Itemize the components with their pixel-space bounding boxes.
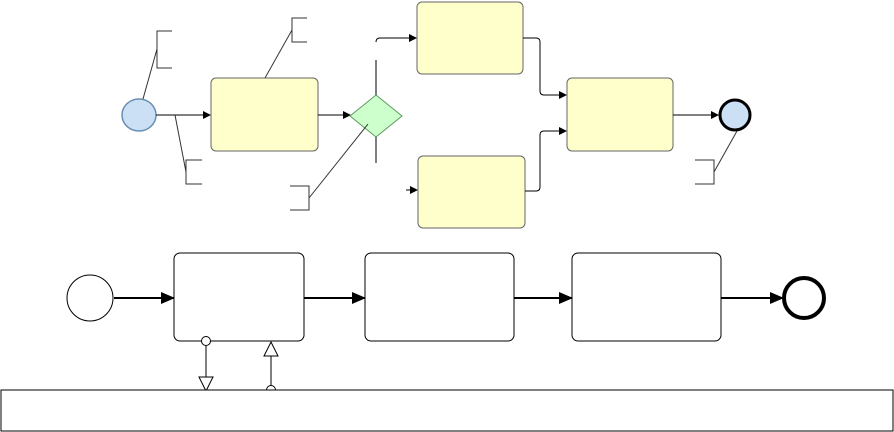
top-process — [121, 1, 752, 229]
task-4-box[interactable] — [566, 77, 674, 152]
annotation-5-bracket — [695, 159, 715, 185]
flow-task-2-to-task-4 — [523, 37, 567, 99]
annotation-2-bracket — [185, 159, 202, 185]
task-a-box[interactable] — [173, 252, 305, 342]
bottom-end-event[interactable] — [782, 276, 826, 320]
flow-task-3-to-task-4 — [525, 127, 567, 192]
annotation-4-bracket — [290, 185, 310, 211]
annotation-3-bracket — [291, 17, 307, 43]
task-2-box[interactable] — [416, 1, 524, 75]
flow-gateway-to-task-2 — [375, 38, 416, 95]
message-flow-task-a-to-pool[interactable] — [198, 336, 214, 393]
top-end-event[interactable] — [718, 98, 752, 132]
task-c-box[interactable] — [571, 252, 722, 342]
top-start-event[interactable] — [121, 98, 157, 132]
task-b-box[interactable] — [364, 252, 515, 342]
external-pool[interactable] — [0, 389, 894, 432]
annotation-3-association — [264, 29, 293, 79]
annotation-2-association — [174, 114, 187, 173]
message-flow-open-arrow — [198, 376, 214, 393]
task-1-box[interactable] — [210, 77, 319, 152]
message-flow-origin-circle — [201, 336, 211, 346]
message-flow-pool-to-task-a[interactable] — [263, 340, 279, 395]
bottom-start-event[interactable] — [66, 274, 114, 322]
gateway-diamond[interactable] — [349, 94, 403, 138]
annotation-5-association — [713, 130, 738, 173]
annotation-1-bracket — [156, 30, 172, 69]
bottom-process — [0, 252, 894, 432]
task-3-box[interactable] — [417, 155, 526, 229]
annotation-1-association — [142, 48, 158, 100]
message-flow-open-arrow — [263, 340, 279, 357]
annotation-4-association — [308, 123, 369, 199]
